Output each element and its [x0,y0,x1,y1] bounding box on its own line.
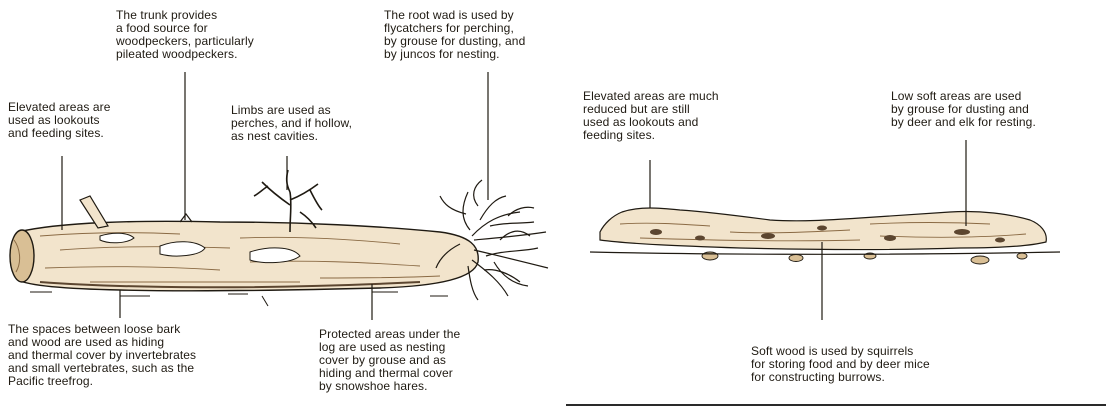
ground-marks [30,292,448,306]
panel-intact-log: The trunk provides a food source for woo… [0,0,560,408]
bottom-rule [566,404,1106,406]
ground-line [590,252,1060,254]
annotation-protected-areas: Protected areas under the log are used a… [319,328,460,393]
annotation-root-wad: The root wad is used by flycatchers for … [384,9,525,61]
annotation-low-soft-areas: Low soft areas are used by grouse for du… [891,90,1036,129]
log-trunk [11,221,479,291]
panel-decayed-log: Elevated areas are much reduced but are … [560,0,1106,408]
annotation-limbs: Limbs are used as perches, and if hollow… [231,104,352,143]
annotation-bark-spaces: The spaces between loose bark and wood a… [8,323,196,388]
annotation-soft-wood: Soft wood is used by squirrels for stori… [751,345,930,384]
log-end-face [10,230,34,282]
annotation-elevated-reduced: Elevated areas are much reduced but are … [583,90,719,142]
annotation-trunk: The trunk provides a food source for woo… [116,9,254,61]
annotation-elevated-areas: Elevated areas are used as lookouts and … [8,101,111,140]
